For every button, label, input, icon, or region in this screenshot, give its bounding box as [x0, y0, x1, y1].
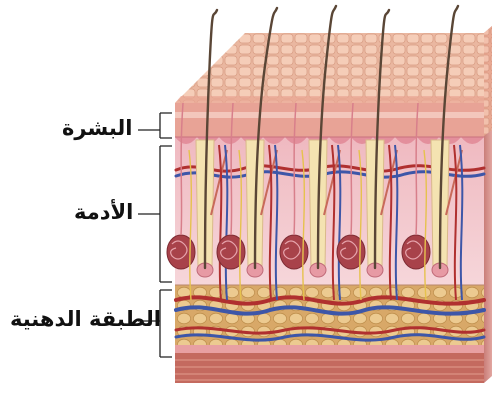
epidermis-front	[175, 103, 484, 137]
epidermis-bracket	[138, 113, 172, 138]
dermis-bracket	[138, 146, 172, 282]
top-edge-shade	[175, 96, 484, 103]
right-face-cells	[484, 26, 492, 136]
label-dermis: الأدمة	[74, 200, 133, 224]
epidermis-stripe	[175, 112, 484, 118]
label-hypodermis: الطبقة الدهنية	[10, 307, 161, 331]
muscle-layer	[175, 353, 484, 383]
epidermis-top-surface	[175, 33, 484, 103]
fascia-band	[175, 345, 484, 353]
label-epidermis: البشرة	[62, 116, 133, 140]
